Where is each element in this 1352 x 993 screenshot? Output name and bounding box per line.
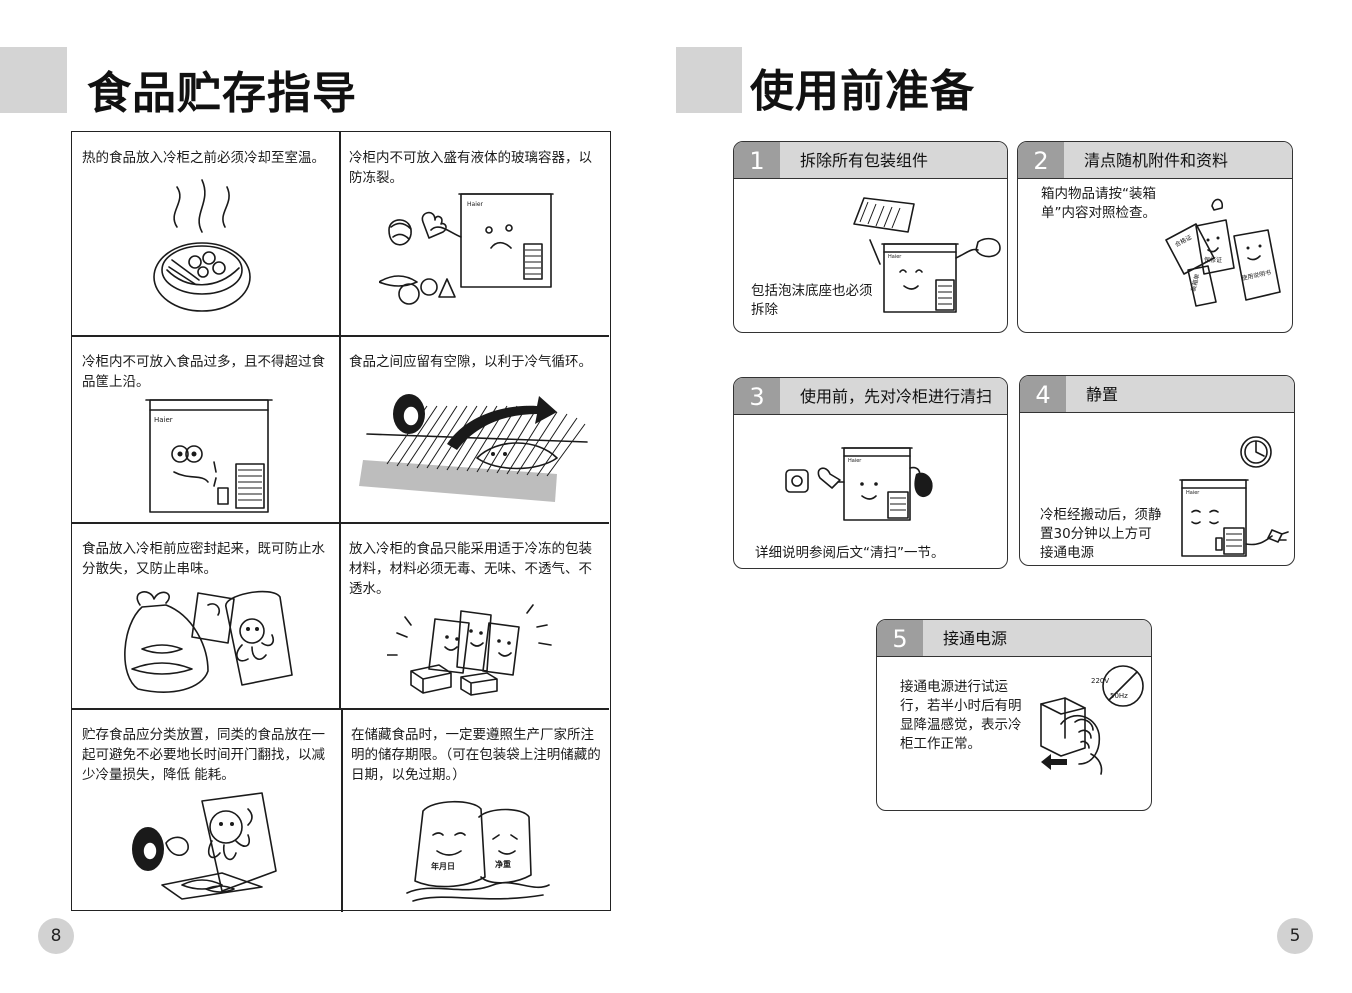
left-page-title: 食品贮存指导 xyxy=(87,68,357,119)
step-header: 4 静置 xyxy=(1020,376,1294,413)
brand-logo: Haier xyxy=(154,416,173,424)
weight-label: 净重 xyxy=(495,859,511,869)
accessories-documents-icon: 合格证 保修证 使用说明书 装箱单 xyxy=(1164,196,1289,316)
step-title: 拆除所有包装组件 xyxy=(800,151,929,170)
storage-tip-cell: 食品放入冷柜前应密封起来，既可防止水分散失，又防止串味。 xyxy=(72,523,339,708)
dated-food-packages-icon: 年月日 净重 xyxy=(403,797,553,907)
step-description: 冷柜经搬动后，须静置30分钟以上方可接通电源 xyxy=(1040,507,1162,561)
storage-tip-text: 在储藏食品时，一定要遵照生产厂家所注明的储存期限。（可在包装袋上注明储藏的日期，… xyxy=(351,727,601,783)
brand-logo: Haier xyxy=(888,254,902,260)
step-card-2: 2 清点随机附件和资料 箱内物品请按“装箱单”内容对照检查。 合格证 保修证 使… xyxy=(1017,141,1293,333)
storage-tip-cell: 冷柜内不可放入食品过多，且不得超过食品筐上沿。 Haier xyxy=(72,336,339,522)
step-number: 5 xyxy=(877,620,923,656)
step-description: 接通电源进行试运行，若半小时后有明显降温感觉，表示冷柜工作正常。 xyxy=(900,679,1022,752)
step-header: 5 接通电源 xyxy=(877,620,1151,657)
step-card-4: 4 静置 冷柜经搬动后，须静置30分钟以上方可接通电源 Haier xyxy=(1019,375,1295,566)
storage-tip-text: 贮存食品应分类放置，同类的食品放在一起可避免不必要地长时间开门翻找，以减少冷量损… xyxy=(82,727,325,783)
freezer-packaging-icon xyxy=(387,597,557,702)
frequency-label: 50Hz xyxy=(1110,692,1128,700)
storage-tip-cell: 贮存食品应分类放置，同类的食品放在一起可避免不必要地长时间开门翻找，以减少冷量损… xyxy=(72,709,341,912)
storage-tip-cell: 冷柜内不可放入盛有液体的玻璃容器，以防冻裂。 Haier xyxy=(339,132,609,335)
step-header: 1 拆除所有包装组件 xyxy=(734,142,1007,179)
plug-in-power-icon: 220V 50Hz xyxy=(1031,664,1149,776)
storage-tip-text: 放入冷柜的食品只能采用适于冷冻的包装材料，材料必须无毒、无味、不透气、不透水。 xyxy=(349,541,592,597)
hot-food-bowl-icon xyxy=(147,172,257,322)
step-description: 包括泡沫底座也必须拆除 xyxy=(751,283,873,318)
air-circulation-icon xyxy=(357,384,592,504)
right-page-number: 5 xyxy=(1277,918,1313,954)
storage-tip-text: 热的食品放入冷柜之前必须冷却至室温。 xyxy=(82,150,325,166)
storage-tip-text: 食品放入冷柜前应密封起来，既可防止水分散失，又防止串味。 xyxy=(82,541,325,577)
step-header: 3 使用前，先对冷柜进行清扫 xyxy=(734,378,1007,415)
sorted-food-icon xyxy=(126,791,286,906)
overloaded-freezer-icon: Haier xyxy=(144,392,274,517)
step-card-5: 5 接通电源 接通电源进行试运行，若半小时后有明显降温感觉，表示冷柜工作正常。 … xyxy=(876,619,1152,811)
storage-tip-cell: 热的食品放入冷柜之前必须冷却至室温。 xyxy=(72,132,339,335)
storage-tip-cell: 在储藏食品时，一定要遵照生产厂家所注明的储存期限。（可在包装袋上注明储藏的日期，… xyxy=(341,709,609,912)
document-label: 合格证 xyxy=(1173,233,1193,249)
storage-tip-text: 冷柜内不可放入食品过多，且不得超过食品筐上沿。 xyxy=(82,354,325,390)
step-title: 接通电源 xyxy=(943,629,1008,648)
right-page-title: 使用前准备 xyxy=(750,66,975,117)
voltage-label: 220V xyxy=(1091,677,1109,685)
step-card-1: 1 拆除所有包装组件 包括泡沫底座也必须拆除 Haier xyxy=(733,141,1008,333)
unpacking-freezer-icon: Haier xyxy=(844,194,1004,319)
storage-tip-text: 冷柜内不可放入盛有液体的玻璃容器，以防冻裂。 xyxy=(349,150,592,186)
left-page-number: 8 xyxy=(38,918,74,954)
brand-logo: Haier xyxy=(467,201,484,208)
brand-logo: Haier xyxy=(1186,490,1200,496)
step-number: 1 xyxy=(734,142,780,178)
step-card-3: 3 使用前，先对冷柜进行清扫 详细说明参阅后文“清扫”一节。 Haier xyxy=(733,377,1008,569)
step-number: 2 xyxy=(1018,142,1064,178)
cleaning-freezer-icon: Haier xyxy=(780,438,970,538)
step-title: 清点随机附件和资料 xyxy=(1084,151,1229,170)
document-label: 保修证 xyxy=(1204,256,1222,264)
step-header: 2 清点随机附件和资料 xyxy=(1018,142,1292,179)
storage-tip-cell: 食品之间应留有空隙，以利于冷气循环。 xyxy=(339,336,609,522)
step-number: 4 xyxy=(1020,376,1066,412)
step-title: 使用前，先对冷柜进行清扫 xyxy=(800,387,993,406)
sealed-food-bags-icon xyxy=(112,585,302,703)
date-label: 年月日 xyxy=(431,861,455,871)
standing-freezer-clock-icon: Haier xyxy=(1178,432,1290,562)
step-description: 详细说明参阅后文“清扫”一节。 xyxy=(755,545,945,561)
left-header-tab xyxy=(0,47,67,113)
storage-tip-text: 食品之间应留有空隙，以利于冷气循环。 xyxy=(349,354,592,370)
food-storage-grid: 热的食品放入冷柜之前必须冷却至室温。 冷柜内不可放入盛有液体的玻璃容器，以防冻裂… xyxy=(71,131,611,912)
freezer-refusing-food-icon: Haier xyxy=(379,182,579,317)
storage-tip-cell: 放入冷柜的食品只能采用适于冷冻的包装材料，材料必须无毒、无味、不透气、不透水。 xyxy=(339,523,609,708)
step-title: 静置 xyxy=(1086,385,1119,404)
right-header-tab xyxy=(676,47,742,113)
brand-logo: Haier xyxy=(848,458,862,464)
step-number: 3 xyxy=(734,378,780,414)
step-description: 箱内物品请按“装箱单”内容对照检查。 xyxy=(1041,186,1156,221)
document-label: 使用说明书 xyxy=(1241,268,1272,282)
